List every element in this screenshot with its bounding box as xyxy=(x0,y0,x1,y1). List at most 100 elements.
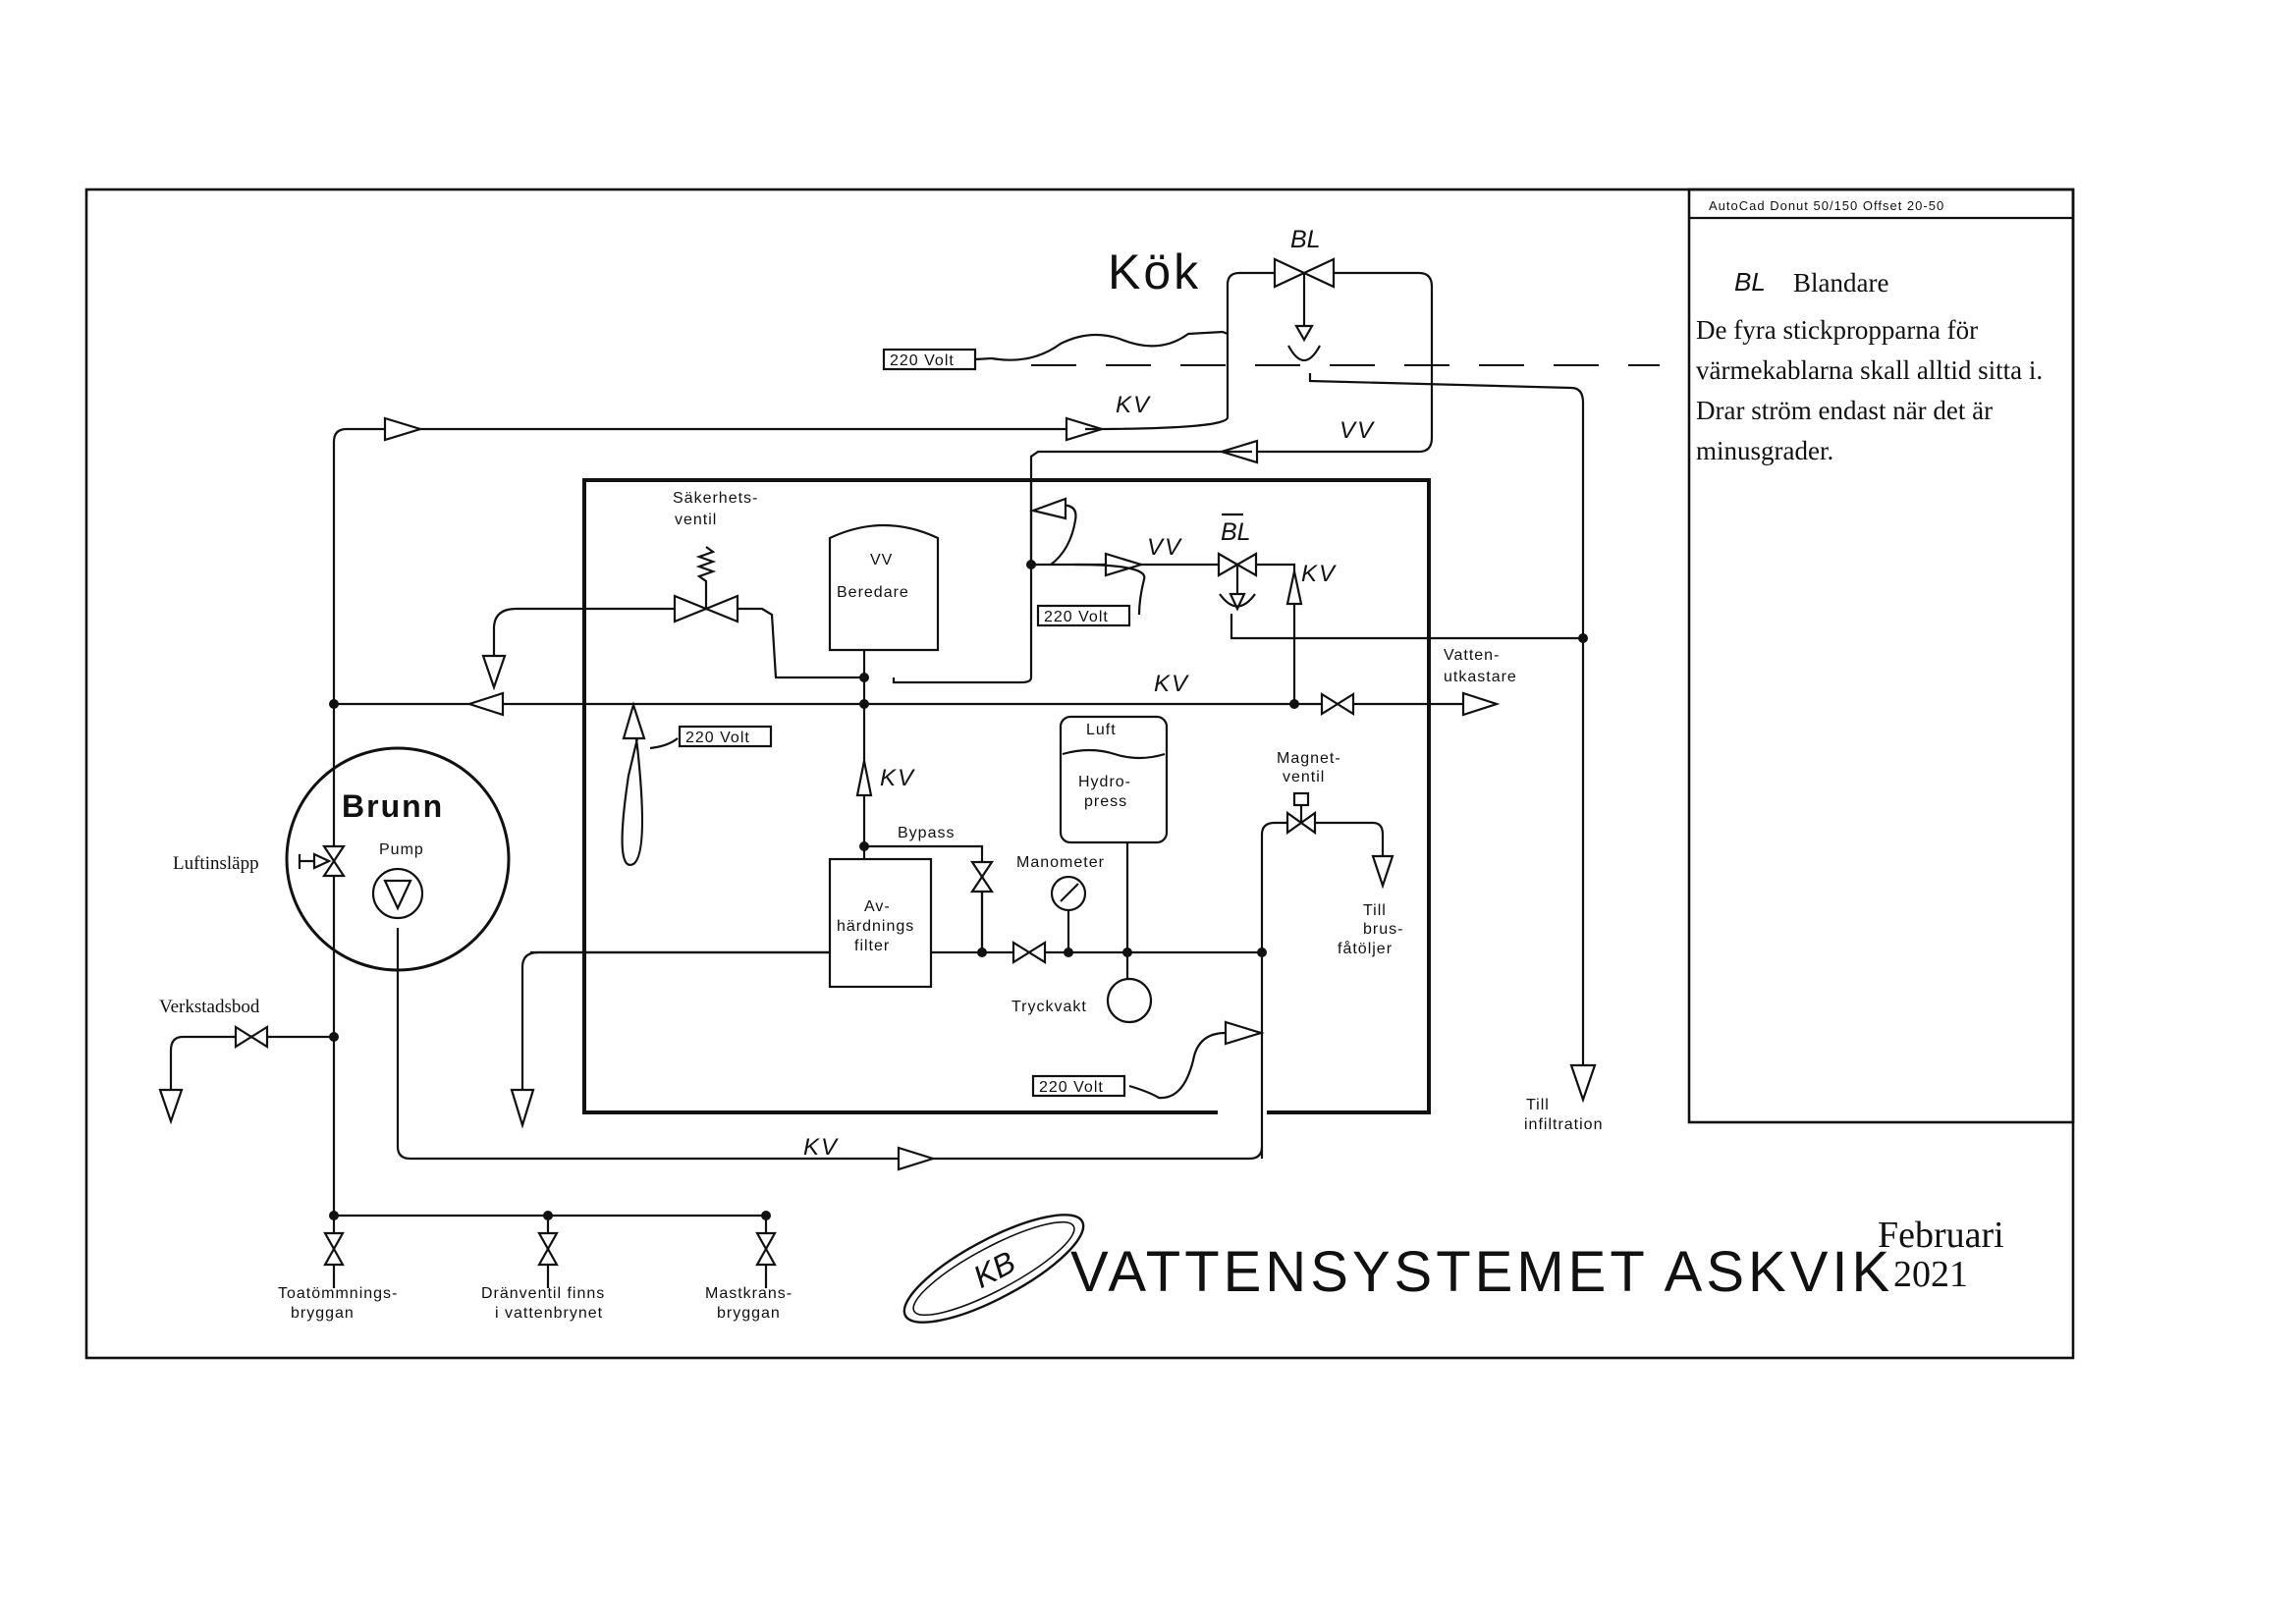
label-toatommnings-1: Toatömmnings- xyxy=(278,1285,398,1302)
label-mastkrans-2: bryggan xyxy=(717,1305,781,1322)
volt-top-lead xyxy=(974,356,993,361)
label-till-brus-1: Till xyxy=(1363,902,1387,919)
hydropress-water-level xyxy=(1062,748,1166,760)
label-vattenutkastare-2: utkastare xyxy=(1444,669,1517,685)
kitchen-drain-pipe xyxy=(1308,373,1585,1065)
mast-valve-b xyxy=(755,1246,777,1267)
label-till-infiltration-2: infiltration xyxy=(1524,1116,1603,1133)
kv-to-kitchen-pipe xyxy=(1084,271,1277,431)
arrow-kv-bottom xyxy=(897,1146,937,1171)
arrow-infiltration xyxy=(1569,1063,1597,1104)
label-kv-mid-right: KV xyxy=(1301,561,1337,587)
volt-left-connector xyxy=(649,737,679,750)
building-wall-right xyxy=(1009,478,1431,1114)
softening-filter xyxy=(828,857,933,989)
safety-valve-a xyxy=(673,594,709,623)
mast-valve-a xyxy=(755,1231,777,1252)
magnet-valve-b xyxy=(1299,810,1317,836)
label-vattenutkastare-1: Vatten- xyxy=(1444,647,1500,664)
volt-bottom-text: 220 Volt xyxy=(1039,1079,1104,1096)
arrow-top-left xyxy=(383,416,424,442)
drain-left-pipe xyxy=(520,950,830,1090)
legend-note-line-4: minusgrader. xyxy=(1696,436,1833,465)
label-magnetventil-2: ventil xyxy=(1283,769,1325,785)
legend-note-line-2: värmekablarna skall alltid sitta i. xyxy=(1696,355,2043,385)
label-hydropress-2: press xyxy=(1084,793,1127,810)
verkstad-valve-a xyxy=(234,1025,254,1049)
label-luftinslapp: Luftinsläpp xyxy=(173,853,259,874)
legend-box xyxy=(1687,188,2075,1124)
check-valve-a xyxy=(1011,941,1032,964)
vv-supply-line xyxy=(892,450,1252,684)
label-kok: Kök xyxy=(1108,244,1201,299)
vv-to-kitchen-pipe xyxy=(1252,271,1434,454)
toa-valve-b xyxy=(323,1246,345,1267)
pressure-switch xyxy=(1106,977,1153,1024)
volt-bottom-box xyxy=(1031,1074,1126,1098)
safety-valve-b xyxy=(703,594,739,623)
label-sakerhetsventil-2: ventil xyxy=(675,512,717,528)
label-bypass: Bypass xyxy=(898,825,955,841)
junction-bypass xyxy=(859,841,869,851)
bl-mid-valve-a xyxy=(1217,552,1240,577)
label-vv-beredare-1: VV xyxy=(870,552,893,568)
verkstad-pipe xyxy=(169,1035,334,1090)
kv-to-bl-mid xyxy=(1256,563,1296,704)
junction-drain xyxy=(1578,633,1588,643)
junction-beredare xyxy=(859,673,869,682)
to-brus-pipe xyxy=(1315,821,1385,856)
kitchen-tap xyxy=(1287,345,1321,362)
label-mastkrans-1: Mastkrans- xyxy=(705,1285,793,1302)
arrow-drain-left xyxy=(510,1088,535,1129)
label-vv-beredare-2: Beredare xyxy=(837,584,909,601)
heating-cable-top xyxy=(991,330,1229,361)
vv-beredare-tank xyxy=(828,524,940,652)
bl-mid-tap xyxy=(1219,593,1256,608)
label-toatommnings-2: bryggan xyxy=(291,1305,355,1322)
title-month: Februari xyxy=(1878,1215,2004,1256)
label-till-infiltration-1: Till xyxy=(1526,1097,1550,1113)
junction-main-center xyxy=(859,699,869,709)
volt-left-text: 220 Volt xyxy=(685,730,750,746)
check-valve-b xyxy=(1026,941,1047,964)
volt-left-box xyxy=(678,725,773,748)
arrow-kv-top xyxy=(1065,416,1106,442)
label-dranventil-1: Dränventil finns xyxy=(481,1285,605,1302)
label-filter-3: filter xyxy=(854,938,890,954)
label-pump: Pump xyxy=(379,841,424,858)
brunn-well xyxy=(285,746,511,972)
luftinslapp-valve-a xyxy=(321,844,347,863)
valve-main-b xyxy=(1335,692,1355,716)
dran-valve-b xyxy=(537,1246,559,1267)
bl-top-stem-arrow xyxy=(1294,324,1314,343)
legend-note-line-1: De fyra stickpropparna för xyxy=(1696,315,1978,345)
bypass-valve-a xyxy=(969,860,995,879)
label-kv-main: KV xyxy=(1154,671,1189,697)
heating-cable-left xyxy=(621,720,644,866)
label-manometer: Manometer xyxy=(1016,854,1105,871)
junction-main-left xyxy=(329,699,339,709)
label-filter-2: härdnings xyxy=(837,918,914,935)
label-hydropress-1: Hydro- xyxy=(1078,774,1131,790)
volt-mid-box xyxy=(1036,604,1131,627)
label-dranventil-2: i vattenbrynet xyxy=(495,1305,603,1322)
label-filter-1: Av- xyxy=(864,898,891,915)
valve-main-a xyxy=(1320,692,1340,716)
logo-text: KB xyxy=(967,1244,1021,1295)
left-riser-pipe xyxy=(332,427,1085,1216)
dran-valve-a xyxy=(537,1231,559,1252)
arrow-safety-drain xyxy=(481,654,507,691)
label-magnetventil-1: Magnet- xyxy=(1277,750,1341,767)
luftinslapp-arrow xyxy=(312,852,332,870)
label-kv-bottom: KV xyxy=(803,1134,839,1161)
bl-mid-valve-b xyxy=(1234,552,1258,577)
label-till-brus-2: brus- xyxy=(1363,921,1403,938)
arrow-verkstad xyxy=(158,1088,184,1125)
arrow-vattenutkastare xyxy=(1461,691,1501,717)
label-bl-mid: BL xyxy=(1221,518,1251,546)
diagram-title: VATTENSYSTEMET ASKVIK xyxy=(1070,1240,1893,1304)
safety-valve-spring xyxy=(695,546,717,609)
safety-valve-pipe xyxy=(492,607,864,679)
junction-vv xyxy=(1026,560,1036,569)
